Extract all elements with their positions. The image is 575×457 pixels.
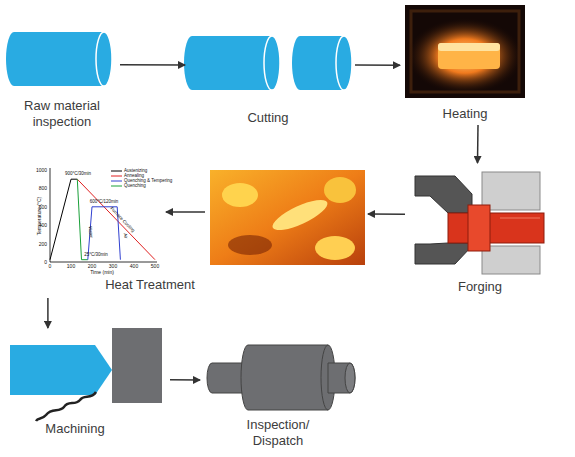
chart-label: 200 [88,264,96,269]
flow-arrow [477,125,479,163]
chart-label: 0 [49,264,52,269]
step-label: Cutting [218,110,318,126]
cutting-tool [10,345,112,395]
forged-part [222,183,258,207]
process-step: Forging [405,163,550,298]
legend-line [111,186,122,187]
hot-billet [438,43,500,69]
process-step: Inspection/ Dispatch [200,335,350,455]
shaft [328,363,355,393]
chart-label: 25°C/30min [84,253,108,258]
red-billet [448,213,544,243]
shaft-face [345,363,355,393]
process-step: Heat Treatment [38,158,368,298]
step-label: Heating [415,106,515,122]
chart-line [77,179,88,260]
flow-arrow [166,211,205,213]
forged-parts-photo [210,170,365,265]
chart-label: 0 [44,260,47,265]
cylinder-face [264,36,280,90]
process-step: Heating [400,3,530,125]
flow-arrow [47,298,49,328]
cut-cylinder [184,36,280,90]
chart-label: 1000 [36,168,47,173]
billet-shade [500,218,540,219]
chart-label: 400 [130,264,138,269]
legend-text: Annealing [124,174,144,179]
flow-arrow [170,379,200,381]
step-label: Machining [15,421,135,437]
chart-label: 200 [39,241,47,246]
step-label: Raw material inspection [12,98,112,130]
step-label: Forging [430,279,530,295]
legend-text: Quenching [124,184,146,189]
chart-axis [50,262,157,263]
furnace-glow [407,18,523,94]
forged-part [324,177,356,203]
flow-arrow [355,64,400,66]
billet-highlight [438,43,500,51]
chart-label: Air [122,233,127,239]
furnace-photo [405,5,525,98]
chart-label: 300 [109,264,117,269]
process-step: Raw material inspection [5,28,120,136]
flow-arrow [368,213,405,215]
forged-part [269,194,331,236]
legend-line [111,176,122,177]
raw-cylinder [6,32,112,86]
chart-label: Temperature (°C) [37,197,42,235]
chart-label: 600°C/120min [90,200,119,205]
chart-label: Time (min) [90,270,114,275]
cylinder-face [336,36,352,90]
chart-label: 800 [39,186,47,191]
cut-cylinder [292,36,352,90]
process-step: Cutting [185,30,355,130]
legend-line [111,181,122,182]
legend-line [111,171,122,172]
step-label: Heat Treatment [90,277,210,293]
forged-part [315,236,355,260]
chart-label: 900°C/30min [65,172,91,177]
chart-line [77,179,155,260]
legend-text: Austenizing [124,169,147,174]
chart-label: 100 [67,264,75,269]
step-label: Inspection/ Dispatch [228,417,328,449]
workpiece [112,328,162,403]
chart-axis [50,168,51,262]
chart-line [50,179,77,260]
chart-label: Furnace Cooling [109,207,135,234]
forging-die [482,246,540,274]
forging-die [415,176,472,213]
billet-head [468,205,490,251]
forging-die [415,243,472,264]
shaft [241,345,328,410]
legend-text: Quenching & Tempering [124,179,172,184]
chart-label: Water [87,226,93,238]
metal-chip [36,392,96,421]
cylinder-face [96,32,112,86]
forging-die [482,172,540,210]
process-step: Machining [5,328,170,443]
shadow [228,235,272,255]
chart-label: 500 [151,264,159,269]
flow-arrow [120,64,185,66]
